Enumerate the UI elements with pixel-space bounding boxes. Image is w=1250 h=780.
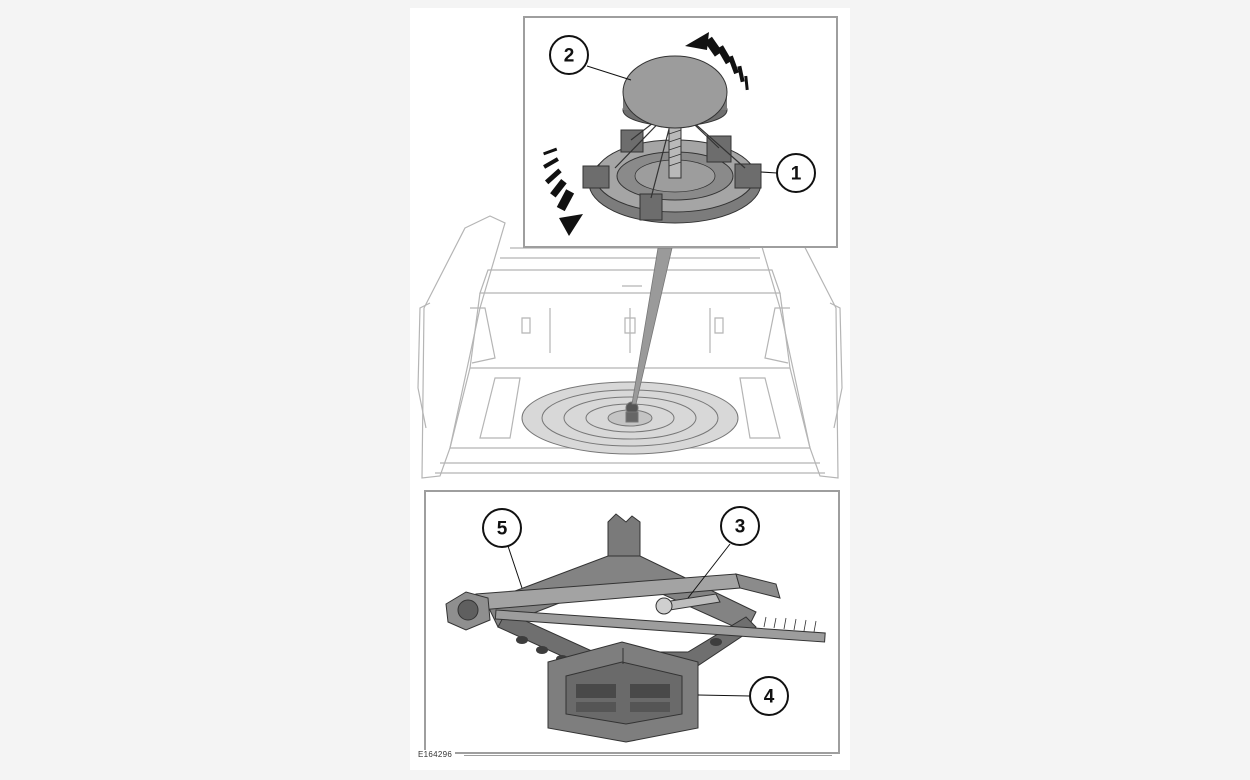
detail-panel-jack: 5 3 4 [424,490,840,754]
jack-illustration: 5 3 4 [445,506,826,743]
rotation-arrow-lower-icon [543,147,583,236]
callout-1-label: 1 [791,164,802,185]
retainer-illustration: 2 1 [543,32,816,236]
detail-panel-retainer: 2 1 [523,16,838,248]
spare-wheel [521,381,739,455]
diagram-figure: 2 1 [410,8,850,770]
detail-pointer [631,247,673,405]
figure-id: E164296 [418,750,456,759]
callout-4-label: 4 [764,687,775,708]
callout-5: 5 [482,508,523,589]
callout-3: 3 [687,506,760,599]
callout-3-label: 3 [735,517,746,538]
callout-2: 2 [549,35,632,81]
callout-4: 4 [697,676,789,716]
figure-id-rule [464,755,832,756]
rotation-arrow-upper-icon [685,32,749,91]
callout-5-label: 5 [497,519,508,540]
callout-2-label: 2 [564,46,575,67]
car-boot-illustration [417,215,843,479]
callout-1: 1 [760,153,816,193]
